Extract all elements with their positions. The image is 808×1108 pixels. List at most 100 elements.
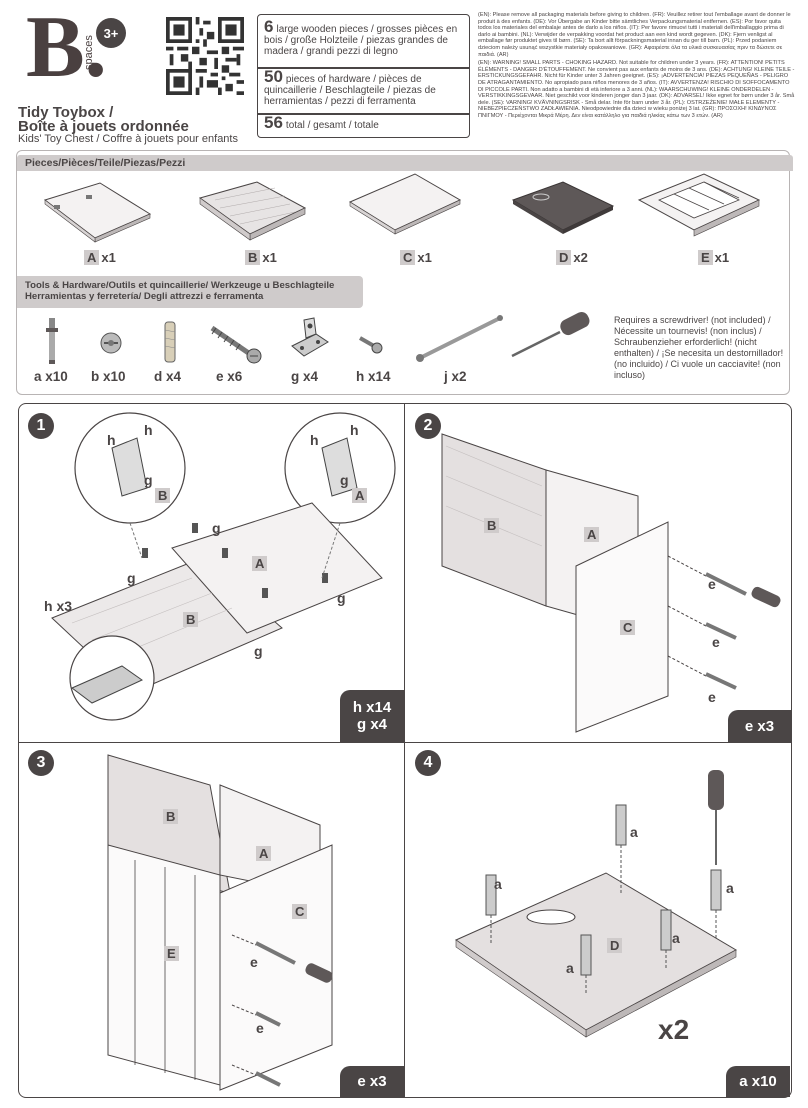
step-1-label-g: g xyxy=(127,570,136,586)
divider xyxy=(258,113,469,115)
product-subtitle: Kids' Toy Chest / Coffre à jouets pour e… xyxy=(18,133,238,145)
warning-packaging: (EN): Please remove all packaging materi… xyxy=(478,12,791,58)
step-4-label-a: a xyxy=(672,930,680,946)
step-3-label-e: e xyxy=(256,1020,264,1036)
step-4-label-a: a xyxy=(494,876,502,892)
step-2-illustration xyxy=(441,433,781,733)
step-4-illustration xyxy=(454,770,738,1038)
tools-header-line1: Tools & Hardware/Outils et quincaillerie… xyxy=(25,280,335,291)
step-3-number: 3 xyxy=(28,750,54,776)
step-1-label-g: g xyxy=(144,472,153,488)
count-text: total / gesamt / totale xyxy=(285,120,379,131)
step-1-tab-line2: g x4 xyxy=(356,716,387,733)
count-number: 56 xyxy=(264,113,283,132)
step-1-label-g: g xyxy=(340,472,349,488)
step-1-label-a-inset: A xyxy=(352,488,368,503)
step-1-label-h: h xyxy=(107,432,116,448)
screwdriver-icon xyxy=(511,312,590,358)
safety-warnings: (EN): Please remove all packaging materi… xyxy=(478,12,796,146)
step-3-hardware-tab: e x3 xyxy=(340,1066,404,1097)
divider xyxy=(258,67,469,69)
piece-letter: B xyxy=(245,250,261,265)
qr-code-icon xyxy=(166,17,244,95)
hw-label-a: a x10 xyxy=(34,369,68,384)
brand-logo-sub: spaces xyxy=(83,35,95,70)
step-4-label-a: a xyxy=(630,824,638,840)
step-1-label-h: h xyxy=(144,422,153,438)
step-4-multiplier: x2 xyxy=(658,1014,690,1045)
step-3-label-c: C xyxy=(292,904,308,919)
age-badge: 3+ xyxy=(96,18,126,48)
step-1-label-g: g xyxy=(337,590,346,606)
step-1-label-g: g xyxy=(212,520,221,536)
step-2-number: 2 xyxy=(415,413,441,439)
count-number: 6 xyxy=(264,17,274,36)
short-screw-icon xyxy=(359,336,383,354)
piece-c-drawing xyxy=(348,173,462,235)
step-1-hardware-tab: h x14 g x4 xyxy=(340,690,404,742)
step-1-label-g: g xyxy=(254,643,263,659)
step-3-label-b: B xyxy=(163,809,179,824)
hw-label-j: j x2 xyxy=(444,369,467,384)
step-3-label-a: A xyxy=(256,846,272,861)
step-1-label-h3: h x3 xyxy=(44,598,73,614)
step-4-label-a: a xyxy=(566,960,574,976)
step-1-label-h: h xyxy=(350,422,359,438)
step-4-hardware-tab: a x10 xyxy=(726,1066,790,1097)
piece-d-drawing xyxy=(511,181,615,234)
piece-letter: C xyxy=(400,250,416,265)
hw-label-b: b x10 xyxy=(91,369,126,384)
count-number: 50 xyxy=(264,67,283,86)
piece-letter: E xyxy=(698,250,713,265)
piece-a-drawing xyxy=(43,182,152,243)
hw-label-g: g x4 xyxy=(291,369,319,384)
step-2-label-a: A xyxy=(584,527,600,542)
step-2-label-b: B xyxy=(484,518,500,533)
step-2-label-e: e xyxy=(708,576,716,592)
tools-header-line2: Herramientas y ferretería/ Degli attrezz… xyxy=(25,291,264,302)
cam-bolt-icon xyxy=(46,318,58,364)
warning-choking: (EN): WARNING! SMALL PARTS - CHOKING HAZ… xyxy=(478,60,795,119)
piece-qty: x1 xyxy=(262,250,277,265)
step-1-number: 1 xyxy=(28,413,54,439)
step-2-hardware-tab: e x3 xyxy=(728,710,791,742)
step-4-label-d: D xyxy=(607,938,623,953)
step-2-label-e: e xyxy=(708,689,716,705)
piece-qty: x1 xyxy=(417,250,432,265)
step-2-label-c: C xyxy=(620,620,636,635)
step-4-number: 4 xyxy=(415,750,441,776)
hw-label-h: h x14 xyxy=(356,369,391,384)
piece-qty: x2 xyxy=(573,250,588,265)
hw-label-e: e x6 xyxy=(216,369,243,384)
step-1-tab-line1: h x14 xyxy=(352,699,392,716)
hinge-rod-icon xyxy=(416,315,503,362)
step-1-label-b-inset: B xyxy=(155,488,171,503)
step-4-label-a: a xyxy=(726,880,734,896)
piece-letter: D xyxy=(556,250,572,265)
step-1-label-h: h xyxy=(310,432,319,448)
product-title-fr: Boîte à jouets ordonnée xyxy=(18,118,189,135)
bracket-icon xyxy=(291,317,329,357)
count-text: pieces of hardware / pièces de quincaill… xyxy=(264,74,436,107)
piece-e-drawing xyxy=(637,173,761,237)
product-title-en: Tidy Toybox / xyxy=(18,104,114,121)
piece-b-drawing xyxy=(198,181,307,241)
hw-label-d: d x4 xyxy=(154,369,182,384)
count-text: large wooden pieces / grosses pièces en … xyxy=(264,24,458,57)
cam-lock-icon xyxy=(100,332,122,354)
step-3-illustration xyxy=(107,754,333,1091)
step-3-label-e: e xyxy=(250,954,258,970)
piece-qty: x1 xyxy=(101,250,116,265)
screwdriver-note: Requires a screwdriver! (not included) /… xyxy=(614,315,784,380)
piece-letter: A xyxy=(84,250,100,265)
pieces-header: Pieces/Pièces/Teile/Piezas/Pezzi xyxy=(17,155,793,171)
dowel-icon xyxy=(164,321,176,363)
